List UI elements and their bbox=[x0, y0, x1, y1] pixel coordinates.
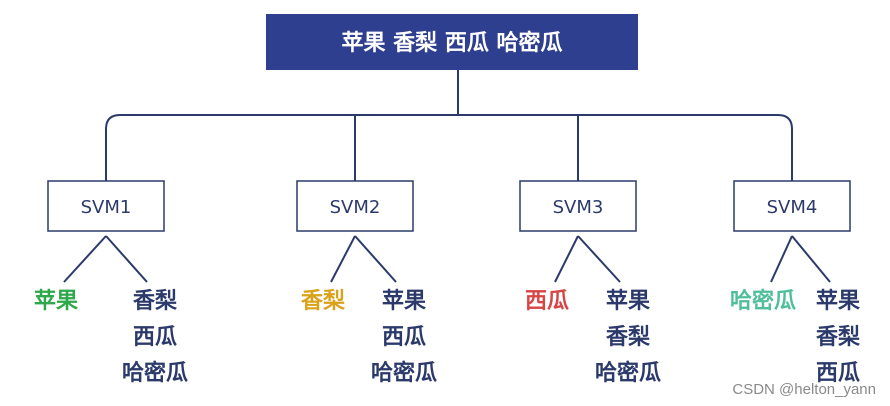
positive-class-label: 香梨 bbox=[301, 289, 345, 314]
svm-node-label: SVM3 bbox=[553, 197, 604, 218]
positive-class-label: 苹果 bbox=[34, 289, 78, 314]
negative-class-label: 哈密瓜 bbox=[595, 360, 661, 386]
negative-class-label: 苹果 bbox=[816, 289, 860, 314]
negative-class-label: 哈密瓜 bbox=[371, 360, 437, 386]
branch-positive-line bbox=[770, 235, 793, 283]
negative-class-label: 西瓜 bbox=[816, 361, 860, 386]
svm-node: SVM3 bbox=[519, 180, 637, 232]
root-node-label: 苹果 香梨 西瓜 哈密瓜 bbox=[342, 30, 563, 56]
positive-class-label: 哈密瓜 bbox=[730, 288, 796, 314]
root-node bbox=[266, 14, 638, 70]
svm-node-label: SVM4 bbox=[767, 197, 818, 218]
bus-connector bbox=[105, 114, 793, 181]
branch-positive-line bbox=[554, 235, 579, 283]
negative-class-label: 苹果 bbox=[606, 289, 650, 314]
branch-positive-line bbox=[330, 235, 356, 283]
svm-node-box bbox=[296, 180, 414, 232]
svm-node-label: SVM2 bbox=[330, 197, 381, 218]
negative-class-label: 西瓜 bbox=[133, 325, 177, 350]
negative-class-label: 西瓜 bbox=[382, 325, 426, 350]
branch-negative-line bbox=[577, 235, 621, 283]
svm-node: SVM4 bbox=[733, 180, 851, 232]
branch-positive-line bbox=[63, 235, 107, 283]
branch-negative-line bbox=[354, 235, 397, 283]
classifier-nodes: SVM1 SVM2 SVM3 SVM4 bbox=[47, 180, 851, 232]
svm-node: SVM2 bbox=[296, 180, 414, 232]
negative-class-label: 香梨 bbox=[816, 325, 860, 350]
negative-class-label: 苹果 bbox=[382, 289, 426, 314]
negative-class-label: 香梨 bbox=[606, 325, 650, 350]
positive-class-label: 西瓜 bbox=[525, 289, 569, 314]
svm-node: SVM1 bbox=[47, 180, 165, 232]
branch-negative-line bbox=[105, 235, 148, 283]
negative-class-label: 哈密瓜 bbox=[122, 360, 188, 386]
svm-node-box bbox=[519, 180, 637, 232]
svm-node-box bbox=[47, 180, 165, 232]
branch-negative-line bbox=[791, 235, 831, 283]
svm-node-label: SVM1 bbox=[81, 197, 132, 218]
negative-class-label: 香梨 bbox=[133, 289, 177, 314]
svm-node-box bbox=[733, 180, 851, 232]
tree-connectors bbox=[63, 70, 831, 283]
watermark-text: CSDN @helton_yann bbox=[732, 381, 876, 398]
leaf-labels: 苹果香梨西瓜哈密瓜香梨苹果西瓜哈密瓜西瓜苹果香梨哈密瓜哈密瓜苹果香梨西瓜 bbox=[34, 288, 860, 386]
